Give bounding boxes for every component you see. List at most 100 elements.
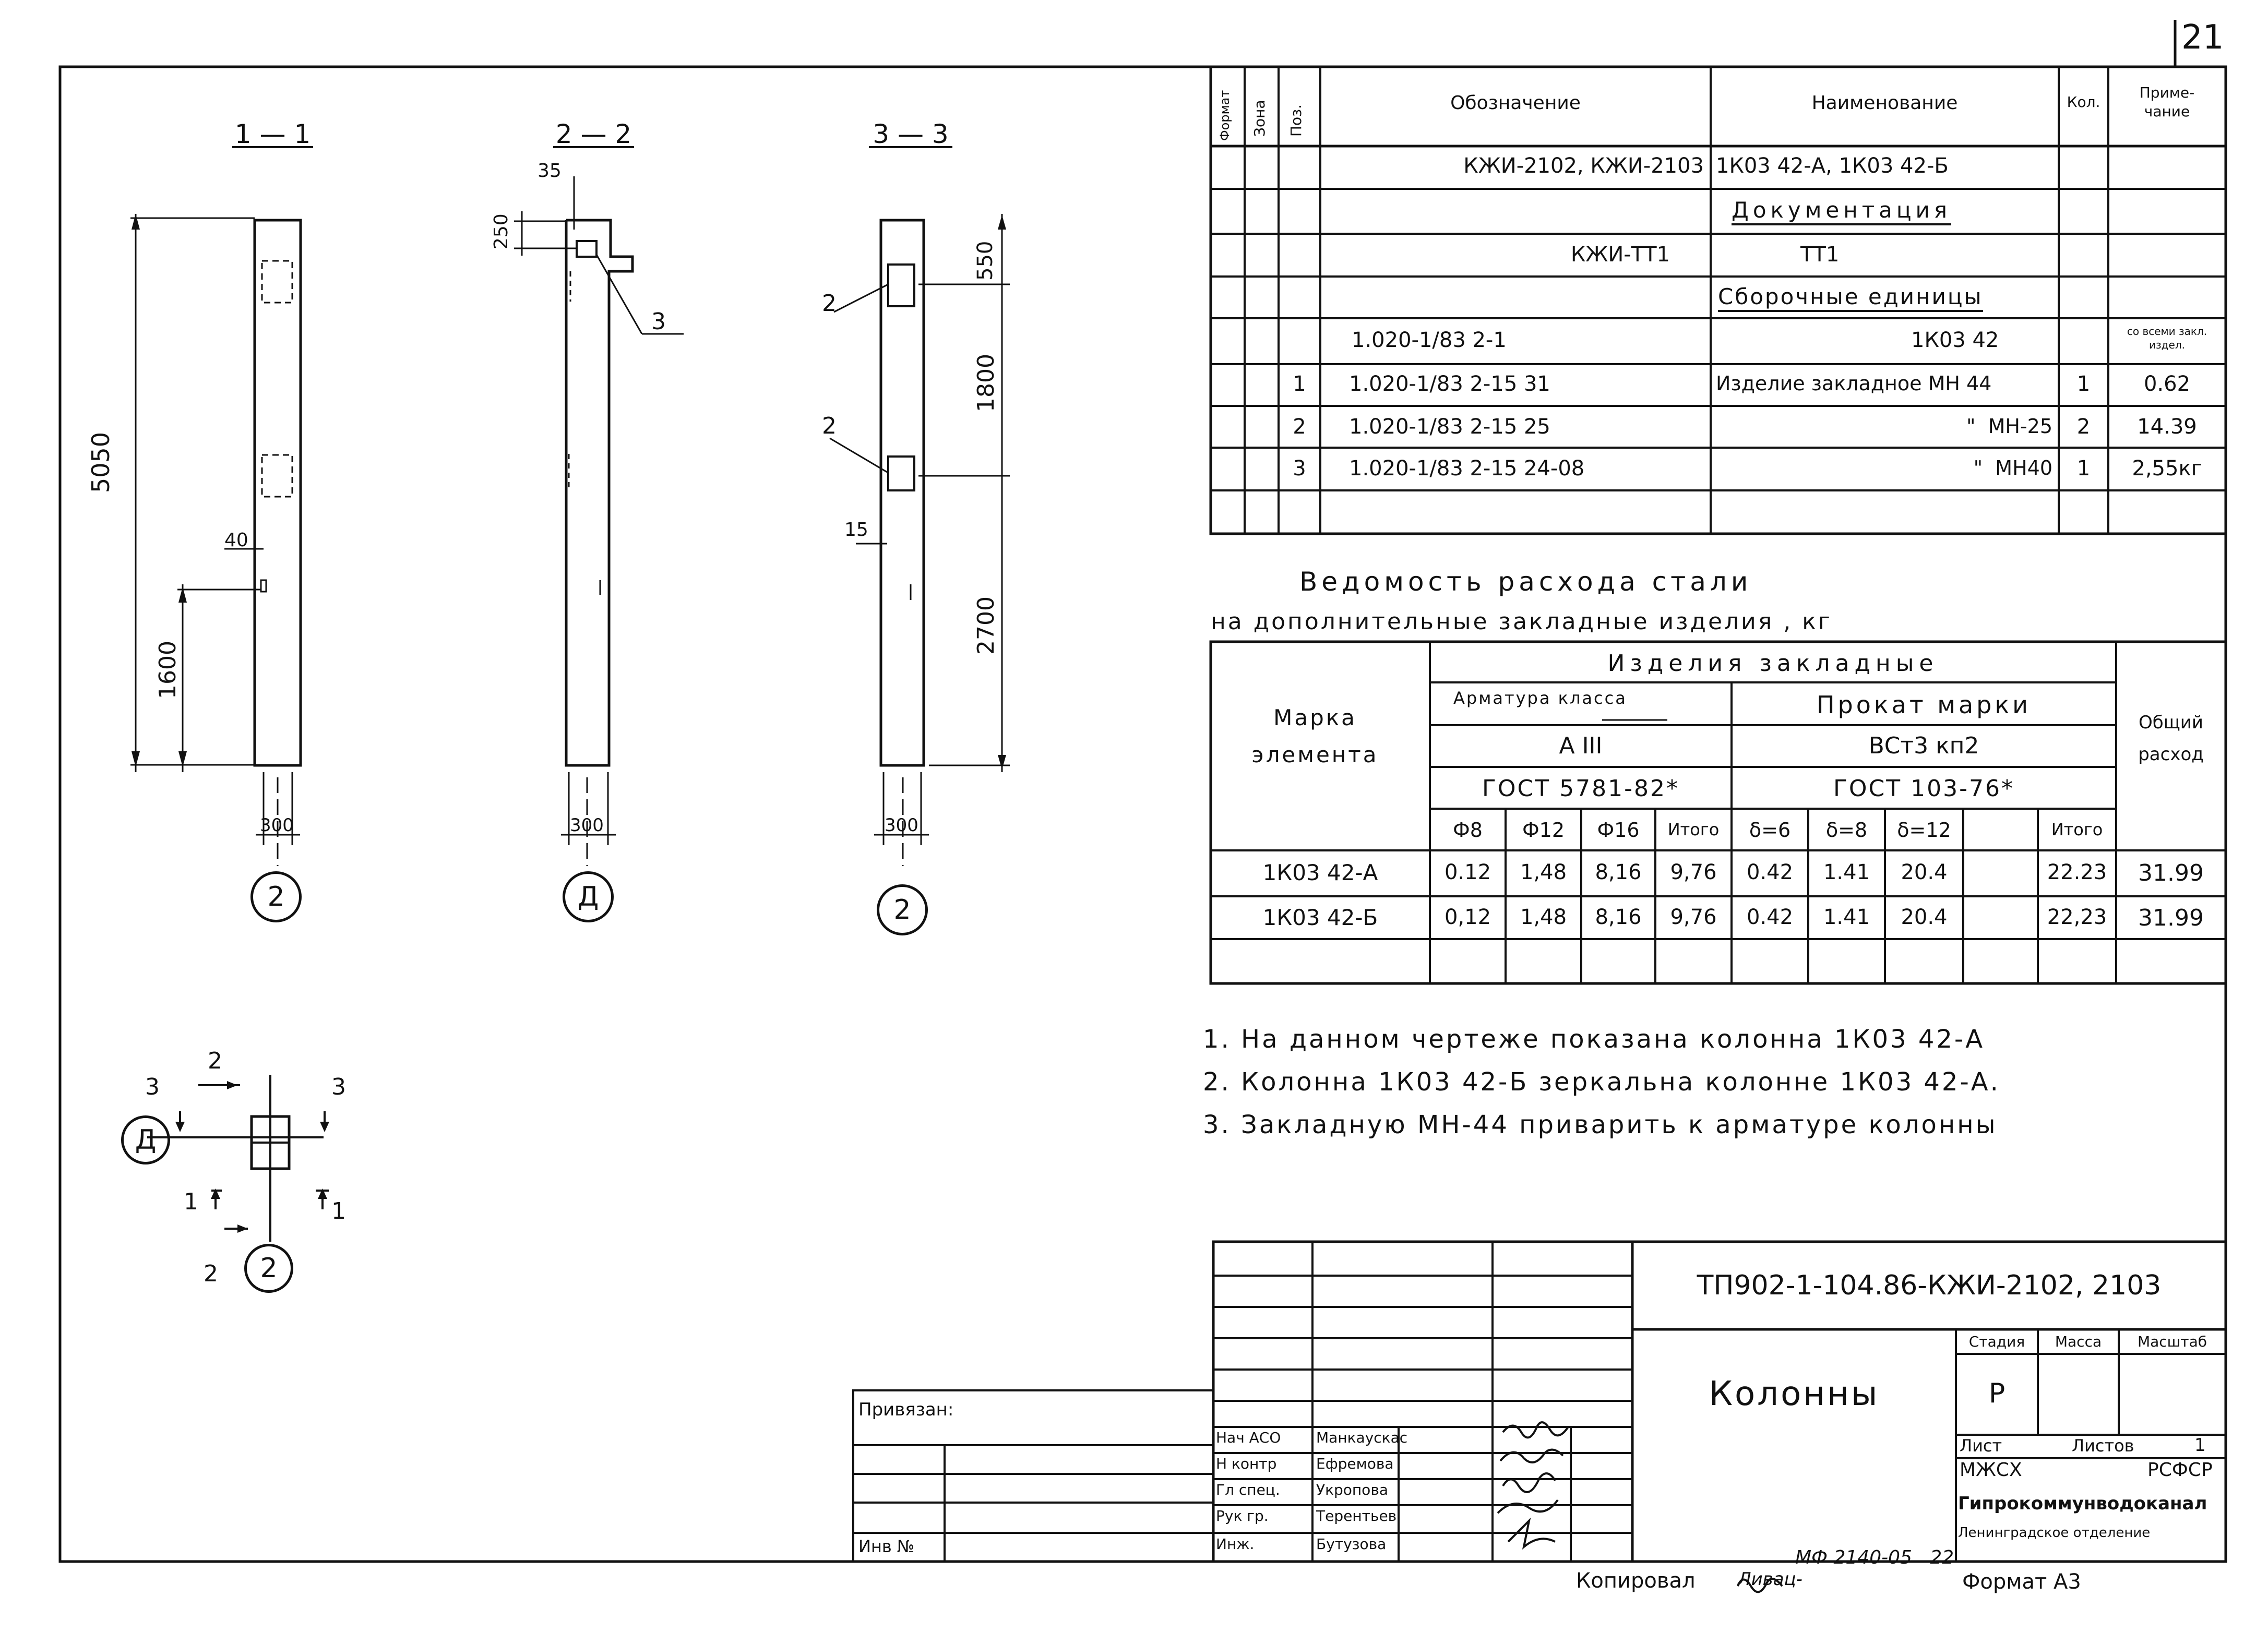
archive-number: МФ 2140-05 22 [1795,1547,1954,1568]
steel-row-1-total: 31.99 [2138,860,2204,886]
spec-header-designation: Обозначение [1450,92,1581,114]
steel-col-9: Итого [2051,820,2103,839]
spec-row-4-name: Сборочные единицы [1718,286,1983,312]
keyplan-axis-d: Д [121,1115,170,1164]
axis-marker-2b: 2 [877,884,928,935]
role-2: Н контр [1216,1455,1277,1472]
spec-header-name: Наименование [1811,92,1958,114]
axis-marker-2: 2 [250,871,302,922]
name-5: Бутузова [1316,1535,1387,1553]
dim-35: 35 [538,160,562,182]
steel-row-1-mark: 1К03 42-А [1262,860,1378,885]
name-2: Ефремова [1316,1455,1394,1472]
spec-row-6-qty: 1 [2076,372,2091,396]
steel-col-4: Итого [1667,820,1720,839]
spec-row-2-name: Документация [1732,199,1952,225]
scale-label: Масштаб [2137,1333,2207,1350]
steel-col-7: δ=12 [1897,819,1951,842]
steel-row-2-v3: 8,16 [1595,905,1642,929]
note-1: 1. На данном чертеже показана колонна 1К… [1203,1025,1985,1054]
spec-row-7-designation: 1.020-1/83 2-15 25 [1349,415,1550,439]
doc-title: Колонны [1709,1375,1880,1413]
callout-2-top: 2 [822,290,837,317]
stage-value: Р [1988,1378,2006,1409]
dim-15: 15 [844,519,868,541]
steel-title: Ведомость расхода стали [1299,567,1752,597]
spec-row-3-name: ТТ1 [1800,243,1840,267]
keyplan-mark-3-left: 3 [145,1074,160,1100]
republic: РСФСР [2147,1459,2213,1481]
steel-row-2-v4: 9,76 [1670,905,1717,929]
spec-row-7-pos: 2 [1293,415,1306,439]
role-5: Инж. [1216,1535,1255,1553]
spec-row-8-pos: 3 [1293,457,1306,481]
org-name: Гипрокоммунводоканал [1958,1493,2207,1514]
spec-header-qty: Кол. [2067,93,2100,111]
spec-row-3-designation: КЖИ-ТТ1 [1570,243,1670,267]
org-branch: Ленинградское отделение [1958,1525,2151,1541]
keyplan-mark-2-bottom: 2 [204,1260,218,1287]
spec-row-6-note: 0.62 [2143,372,2191,396]
steel-header-total: Общий расход [2138,712,2204,765]
steel-row-1-v3: 8,16 [1595,860,1642,884]
keyplan-mark-1-left: 1 [184,1188,198,1215]
spec-row-6-name: Изделие закладное МН 44 [1716,372,1992,395]
keyplan-axis-2: 2 [244,1244,293,1293]
steel-row-2-v6: 1.41 [1823,905,1870,929]
spec-row-1-designation: КЖИ-2102, КЖИ-2103 [1463,154,1704,178]
spec-row-1-name: 1К03 42-А, 1К03 42-Б [1716,154,1949,178]
role-3: Гл спец. [1216,1481,1280,1498]
callout-3: 3 [651,308,666,335]
name-4: Терентьев [1316,1507,1397,1524]
steel-row-2-mark: 1К03 42-Б [1262,905,1378,930]
steel-row-1-v1: 0.12 [1444,860,1491,884]
spec-row-7-name: " МН-25 [1966,415,2052,438]
doc-code: ТП902-1-104.86-КЖИ-2102, 2103 [1697,1270,2162,1301]
steel-row-1-v2: 1,48 [1520,860,1567,884]
keyplan-mark-2-top: 2 [208,1048,222,1074]
keyplan-mark-3-right: 3 [331,1074,346,1100]
sheets-value: 1 [2194,1435,2206,1456]
name-3: Укропова [1316,1481,1388,1498]
spec-row-5-name: 1К03 42 [1911,328,1999,352]
name-1: Манкаускас [1316,1429,1408,1446]
spec-header-note: Приме- чание [2139,84,2195,121]
ministry: МЖСХ [1960,1459,2022,1481]
spec-row-7-qty: 2 [2076,415,2091,439]
sheet-format: Формат А3 [1962,1570,2081,1594]
section-3-label: 3 — 3 [873,119,949,149]
role-1: Нач АСО [1216,1429,1281,1446]
spec-row-8-name: " МН40 [1973,457,2052,479]
linked-label: Привязан: [858,1399,954,1420]
steel-col-6: δ=8 [1825,819,1868,842]
steel-row-1-v5: 0.42 [1746,860,1794,884]
steel-row-2-v7: 20.4 [1901,905,1948,929]
sheet-label: Лист [1960,1436,2002,1456]
steel-header-rolled-grade: ВСт3 кп2 [1868,733,1979,759]
inventory-label: Инв № [858,1536,915,1556]
spec-row-8-qty: 1 [2076,457,2091,481]
steel-row-1-v6: 1.41 [1823,860,1870,884]
keyplan-mark-1-right: 1 [331,1198,346,1224]
dim-300-s2: 300 [570,815,604,836]
steel-row-1-v7: 20.4 [1901,860,1948,884]
mass-label: Масса [2055,1333,2102,1350]
spec-row-5-designation: 1.020-1/83 2-1 [1352,328,1507,352]
steel-row-1-v9: 22.23 [2047,860,2107,884]
steel-row-2-total: 31.99 [2138,905,2204,931]
page-number: 21 [2181,18,2224,57]
role-4: Рук гр. [1216,1507,1269,1524]
steel-header-rebar-class: А III [1559,733,1603,759]
steel-header-group: Изделия закладные [1607,650,1939,677]
dim-40: 40 [224,530,248,551]
axis-marker-d: Д [563,871,614,922]
spec-row-6-designation: 1.020-1/83 2-15 31 [1349,372,1550,396]
steel-row-2-v2: 1,48 [1520,905,1567,929]
copied-label: Копировал [1576,1569,1696,1593]
note-3: 3. Закладную МН-44 приварить к арматуре … [1203,1110,1998,1139]
steel-row-1-v4: 9,76 [1670,860,1717,884]
spec-row-5-note: со всеми закл. издел. [2127,325,2207,351]
steel-header-rolled-gost: ГОСТ 103-76* [1833,775,2014,802]
